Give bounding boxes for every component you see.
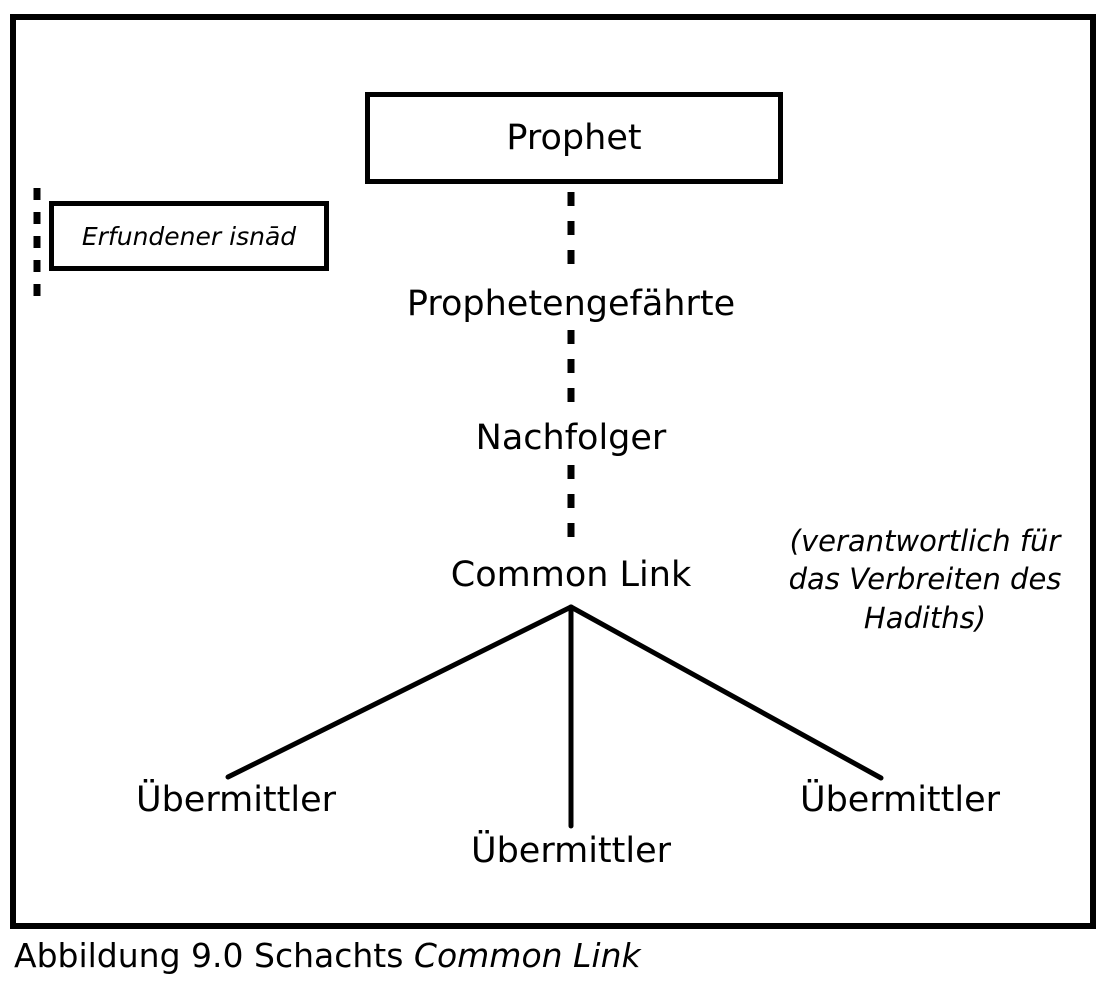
node-label-transmitter-right: Übermittler	[799, 780, 1001, 820]
figure-caption: Abbildung 9.0 Schachts Common Link	[14, 936, 641, 976]
node-label-erfundener-isnad: Erfundener isnād	[81, 221, 297, 251]
node-label-prophet: Prophet	[506, 118, 642, 158]
node-box-erfundener-isnad: Erfundener isnād	[49, 201, 329, 271]
node-label-prophetengefaehrte: Prophetengefährte	[406, 284, 736, 324]
node-label-nachfolger: Nachfolger	[475, 418, 667, 458]
node-box-prophet: Prophet	[365, 92, 783, 184]
node-label-transmitter-center: Übermittler	[470, 831, 672, 871]
caption-prefix: Abbildung 9.0 Schachts	[14, 936, 404, 975]
annotation-line-1: (verantwortlich für	[789, 524, 1061, 558]
annotation-line-3: Hadiths)	[863, 600, 987, 635]
annotation-line-2: das Verbreiten des	[788, 562, 1062, 597]
caption-emphasis: Common Link	[413, 936, 641, 975]
annotation-common-link-responsibility: (verantwortlich für das Verbreiten des H…	[770, 522, 1080, 637]
node-label-common-link: Common Link	[450, 555, 692, 595]
node-label-transmitter-left: Übermittler	[135, 780, 337, 820]
